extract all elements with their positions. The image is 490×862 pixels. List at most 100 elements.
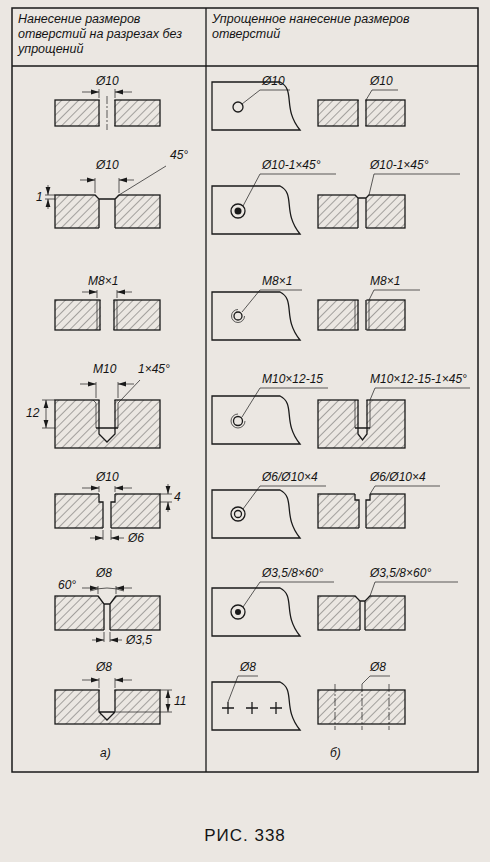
column-header: Упрощенное нанесение размеров отверстий [212, 12, 474, 42]
dimension-label: M8×1 [88, 274, 118, 288]
row-3-stroke [100, 300, 114, 330]
row-5-stroke [168, 484, 169, 494]
row-3-stroke [82, 292, 97, 293]
row-5-stroke [318, 494, 405, 528]
row-6-stroke [212, 588, 300, 636]
row-5-stroke [235, 511, 242, 518]
dimension-label: 11 [174, 694, 186, 708]
row-4-stroke [231, 388, 328, 428]
dimension-label: Ø10 [96, 74, 119, 88]
row-2-stroke [80, 180, 95, 181]
row-2-stroke [355, 195, 369, 228]
row-7-stroke [318, 690, 405, 724]
dimension-label: 1×45° [138, 362, 170, 376]
row-5-stroke [111, 538, 124, 539]
row-1-stroke [212, 82, 300, 130]
dimension-label: Ø3,5 [126, 633, 152, 647]
dimension-label: Ø8 [96, 660, 112, 674]
row-7-stroke [55, 690, 160, 724]
row-5-stroke [168, 502, 169, 512]
dimension-label: Ø8 [96, 566, 112, 580]
dimension-label: Ø6/Ø10×4 [262, 470, 318, 484]
row-2-stroke [369, 174, 460, 195]
row-4-stroke [234, 417, 243, 426]
row-7-stroke [212, 682, 300, 730]
dimension-label: б) [330, 746, 341, 760]
row-7-stroke [115, 680, 132, 681]
dimension-label: M10×12-15 [262, 372, 323, 386]
row-7-stroke [99, 678, 172, 712]
row-4-stroke [100, 399, 115, 442]
dimension-label: M8×1 [370, 274, 400, 288]
table-frame-stroke [12, 8, 478, 772]
row-7-stroke [222, 702, 282, 714]
row-2-stroke [212, 186, 300, 234]
row-1-stroke [115, 92, 132, 93]
row-3-stroke [55, 300, 160, 330]
row-7-stroke [82, 680, 99, 681]
row-3-stroke [318, 300, 405, 330]
row-1-stroke [358, 100, 366, 126]
row-5-stroke [370, 486, 440, 494]
table-frame [12, 8, 478, 772]
row-2-stroke [48, 185, 49, 195]
row-1-stroke [233, 102, 243, 112]
row-2-stroke [355, 194, 369, 229]
row-6-stroke [55, 596, 160, 630]
row-6-stroke [82, 588, 98, 589]
row-1-stroke [82, 92, 99, 93]
row-4-stroke [318, 400, 405, 448]
row-3-stroke [355, 290, 420, 330]
dimension-label: Ø10 [96, 470, 119, 484]
row-4-stroke [355, 400, 370, 440]
row-6-stroke [90, 586, 124, 642]
row-6 [55, 582, 458, 642]
dimension-label: Ø10 [370, 74, 393, 88]
row-2-stroke [318, 195, 405, 228]
row-7-stroke [168, 701, 169, 712]
row-5-stroke [355, 493, 370, 529]
row-2-stroke [95, 195, 119, 228]
row-4 [42, 380, 470, 448]
dimension-label: M10×12-15-1×45° [370, 372, 467, 386]
row-5-stroke [99, 493, 115, 529]
row-5-stroke [90, 538, 103, 539]
row-1 [55, 82, 405, 130]
row-4-stroke [46, 400, 47, 414]
row-3-stroke [117, 292, 132, 293]
row-5-stroke [99, 494, 115, 528]
row-7-stroke [99, 690, 115, 720]
row-6-stroke [370, 582, 458, 596]
row-4-stroke [46, 414, 47, 428]
row-5-stroke [231, 507, 245, 521]
dimension-label: Ø6/Ø10×4 [370, 470, 426, 484]
dimension-label: 1 [36, 190, 43, 204]
row-5 [55, 484, 440, 540]
row-5-stroke [82, 488, 99, 489]
row-4-stroke [359, 399, 367, 440]
row-6-stroke [98, 595, 116, 631]
row-4-stroke [55, 400, 160, 448]
row-6-stroke [98, 596, 116, 630]
row-7-stroke [168, 690, 169, 701]
row-6-stroke [92, 640, 104, 641]
row-7 [55, 676, 405, 730]
row-7-stroke [362, 676, 390, 684]
row-2-stroke [48, 199, 49, 209]
row-7-stroke [228, 676, 258, 702]
dimension-label: Ø8 [370, 660, 386, 674]
row-5-stroke [55, 494, 160, 528]
row-6-stroke [110, 640, 122, 641]
dimension-label: Ø10 [96, 158, 119, 172]
row-7-stroke [100, 689, 115, 720]
dimension-label: Ø3,5/8×60° [370, 566, 431, 580]
row-2-stroke [231, 204, 245, 218]
row-4-stroke [355, 388, 470, 428]
row-4-stroke [96, 400, 118, 442]
row-4-stroke [212, 396, 300, 444]
row-5-stroke [355, 494, 370, 528]
dimension-label: 12 [26, 406, 39, 420]
row-4-stroke [42, 380, 140, 428]
row-3-stroke [232, 290, 302, 323]
